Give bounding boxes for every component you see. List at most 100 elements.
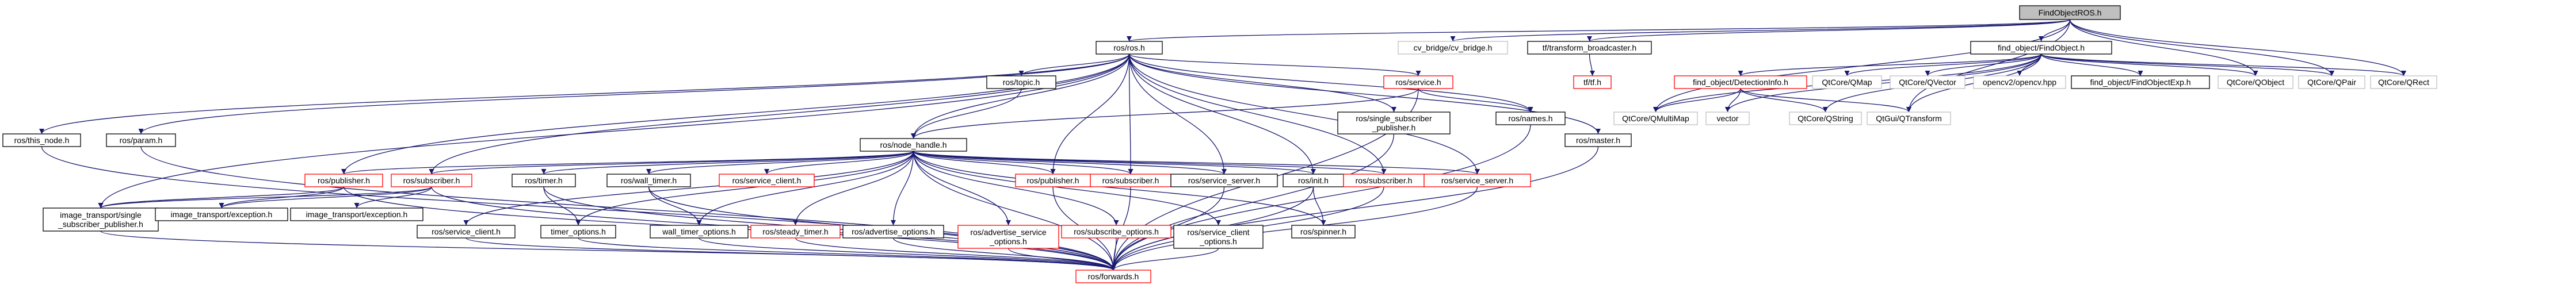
edge-rosnodehandle-to-rosadvsrvopts [913,151,1012,226]
node-rosservice[interactable]: ros/service.h [1383,75,1453,89]
node-cvbridge[interactable]: cv_bridge/cv_bridge.h [1398,41,1508,55]
node-tfbroadcaster-label: tf/transform_broadcaster.h [1543,43,1636,52]
edge-rosnodehandle-to-rosserviceserver1 [913,151,1227,175]
node-timeropts[interactable]: timer_options.h [540,225,616,239]
node-rossrvclientopts[interactable]: ros/service_client_options.h [1173,225,1264,249]
node-rospublisher1-label: ros/publisher.h [318,176,370,185]
node-qmap[interactable]: QtCore/QMap [1812,75,1882,89]
node-qtransform-label: QtGui/QTransform [1876,114,1942,123]
node-rossubscriber2[interactable]: ros/subscriber.h [1090,174,1171,187]
node-rosserviceserver2-label: ros/service_server.h [1441,176,1513,185]
edge-root-to-qtransform [1906,19,2071,113]
edge-rosnames-to-rosforwards [1110,124,1531,271]
node-qrect-label: QtCore/QRect [2378,78,2429,87]
node-walltimeropts[interactable]: wall_timer_options.h [650,225,749,239]
node-tftf[interactable]: tf/tf.h [1573,75,1612,89]
node-rosserviceclient2[interactable]: ros/service_client.h [417,225,516,239]
node-rosservice-box [1383,75,1453,89]
edge-rossubscriber1-to-itexc2 [354,186,432,209]
node-rosadvsrvopts[interactable]: ros/advertise_service_options.h [957,225,1059,249]
edge-rossrvclientopts-to-rosforwards [1110,248,1219,271]
node-tfbroadcaster-box [1527,41,1652,55]
edge-roswalltimer-to-walltimeropts [648,186,702,226]
edge-root-to-rosros [1127,19,2071,42]
node-rostopic-label: ros/topic.h [1003,78,1040,87]
node-rosnodehandle[interactable]: ros/node_handle.h [860,138,967,152]
node-qtransform[interactable]: QtGui/QTransform [1867,112,1951,125]
node-vector[interactable]: vector [1705,112,1750,125]
node-qstring[interactable]: QtCore/QString [1789,112,1862,125]
edge-rosros-to-rossubscriber1 [429,53,1130,175]
node-root-label: FindObjectROS.h [2039,8,2102,17]
node-rosserviceserver1-box [1170,174,1278,187]
edge-rostopic-to-rosnodehandle [910,88,1022,139]
node-itexc2[interactable]: image_transport/exception.h [290,207,423,221]
node-rosserviceserver2[interactable]: ros/service_server.h [1424,174,1531,187]
node-rostopic[interactable]: ros/topic.h [986,75,1056,89]
node-findobj[interactable]: find_object/FindObject.h [1970,41,2112,55]
node-rosserviceserver1[interactable]: ros/service_server.h [1170,174,1278,187]
edge-rossubscriber1-to-itexc1 [219,186,432,209]
node-exp[interactable]: find_object/FindObjectExp.h [2071,75,2210,89]
node-root[interactable]: FindObjectROS.h [2019,5,2121,20]
node-qrect[interactable]: QtCore/QRect [2370,75,2437,89]
node-rossteadytimer-label: ros/steady_timer.h [762,227,828,236]
node-rossteadytimer[interactable]: ros/steady_timer.h [750,225,841,239]
node-itexc1[interactable]: image_transport/exception.h [155,207,288,221]
node-qmultimap[interactable]: QtCore/QMultiMap [1613,112,1698,125]
node-rosforwards[interactable]: ros/forwards.h [1075,270,1151,283]
edge-rosros-to-itsingle [98,53,1130,209]
node-rossubscriber1[interactable]: ros/subscriber.h [391,174,472,187]
node-rosadvsrvopts-label: _options.h [989,237,1027,246]
node-opencv2[interactable]: opencv2/opencv.hpp [1973,75,2066,89]
edge-rosros-to-rosserviceserver1 [1128,53,1227,175]
node-rossubscriber3[interactable]: ros/subscriber.h [1343,174,1425,187]
node-rosinit-label: ros/init.h [1298,176,1329,185]
node-rospublisher1[interactable]: ros/publisher.h [304,174,383,187]
node-rossubscriber2-label: ros/subscriber.h [1102,176,1159,185]
node-rospublisher2[interactable]: ros/publisher.h [1015,174,1091,187]
edge-detinfo-to-qtransform [1740,88,1911,113]
node-tfbroadcaster[interactable]: tf/transform_broadcaster.h [1527,41,1652,55]
edge-rossubscriber1-to-itsingle [98,186,432,209]
node-vector-label: vector [1716,114,1738,123]
node-tftf-label: tf/tf.h [1583,78,1601,87]
node-rosnodehandle-label: ros/node_handle.h [880,140,947,149]
edge-rosnodehandle-to-rospublisher2 [913,151,1056,175]
node-detinfo[interactable]: find_object/DetectionInfo.h [1674,75,1807,89]
node-rosparam[interactable]: ros/param.h [106,133,176,147]
node-itsingle[interactable]: image_transport/single_subscriber_publis… [43,207,159,232]
node-qobject[interactable]: QtCore/QObject [2218,75,2293,89]
edge-rosnodehandle-to-rosinit [913,151,1316,175]
node-qpair[interactable]: QtCore/QPair [2298,75,2365,89]
node-qvector[interactable]: QtCore/QVector [1890,75,1966,89]
node-rosadvsrvopts-box [957,225,1059,249]
node-rosserviceclient1[interactable]: ros/service_client.h [719,174,815,187]
node-rossinglesub[interactable]: ros/single_subscriber_publisher.h [1337,112,1451,134]
node-walltimeropts-label: wall_timer_options.h [662,227,736,236]
node-rosros[interactable]: ros/ros.h [1096,41,1163,55]
node-rossinglesub-box [1337,112,1451,134]
node-rosadvopts[interactable]: ros/advertise_options.h [842,225,944,239]
node-rosmaster[interactable]: ros/master.h [1564,133,1632,147]
edge-rosnodehandle-to-rosserviceclient2 [463,151,914,226]
node-rostimer[interactable]: ros/timer.h [512,174,576,187]
node-itexc1-label: image_transport/exception.h [171,210,273,219]
node-detinfo-box [1674,75,1807,89]
node-qpair-label: QtCore/QPair [2307,78,2356,87]
node-qmap-box [1812,75,1882,89]
node-rosserviceserver2-box [1424,174,1531,187]
node-rosinit[interactable]: ros/init.h [1283,174,1344,187]
node-roswalltimer[interactable]: ros/wall_timer.h [606,174,691,187]
edge-rosros-to-rosinit [1128,53,1316,175]
node-opencv2-label: opencv2/opencv.hpp [1983,78,2056,87]
edge-root-to-tfbroadcaster [1587,19,2071,42]
node-rossrvclientopts-label: _options.h [1199,237,1237,246]
node-rossubopts[interactable]: ros/subscribe_options.h [1061,225,1171,239]
node-rosthisnode[interactable]: ros/this_node.h [2,133,81,147]
node-rosnames[interactable]: ros/names.h [1495,112,1566,125]
node-rosadvopts-box [842,225,944,239]
node-rosspinner[interactable]: ros/spinner.h [1291,225,1356,239]
edge-findobj-to-qrect [2040,53,2406,76]
edge-rosros-to-rossubscriber2 [1128,53,1134,175]
